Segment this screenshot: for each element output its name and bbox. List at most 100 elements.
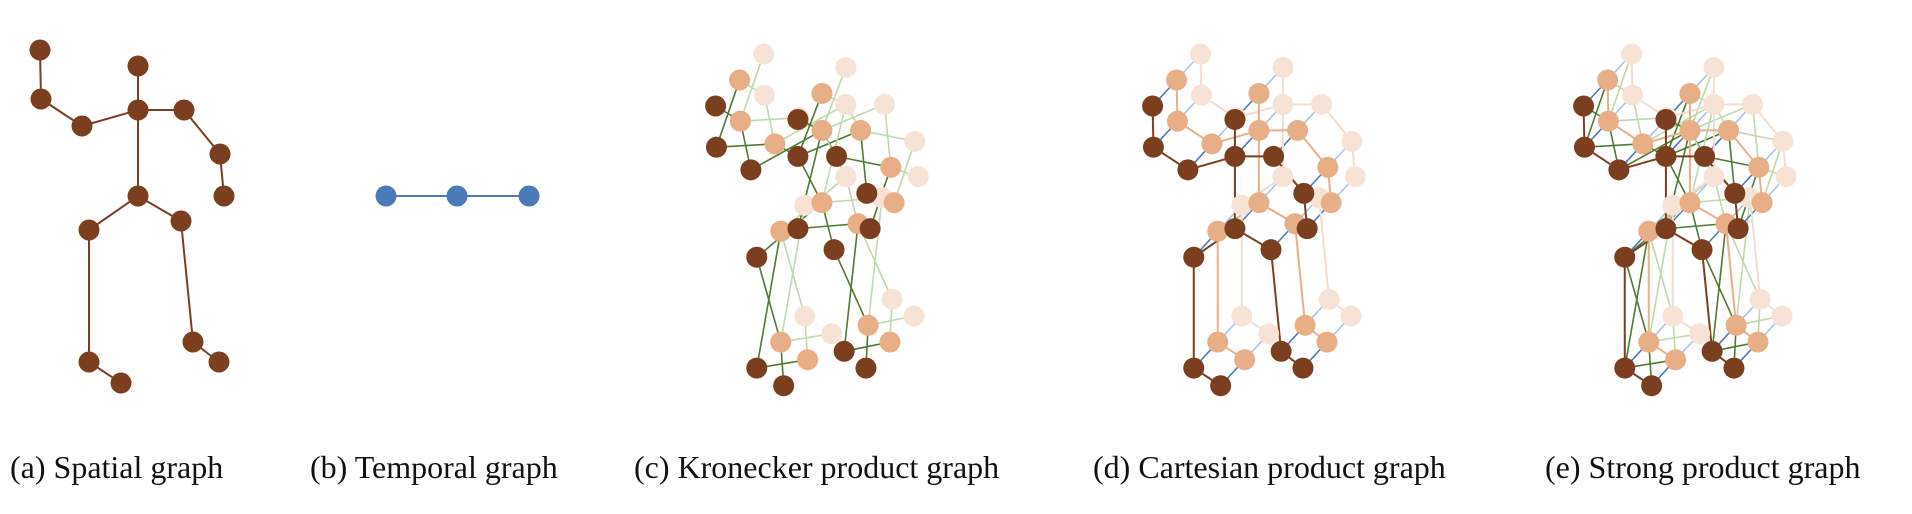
frame-3-right-foot-joint	[903, 305, 925, 327]
frame-1-left-elbow-joint	[705, 136, 727, 158]
frame-3-right-foot-joint	[1340, 305, 1362, 327]
frame-1-head-joint	[787, 108, 809, 130]
frame-1-right-foot-joint	[1292, 357, 1314, 379]
frame-1-left-hip-joint	[1614, 246, 1636, 268]
frame-2-hip-center-joint	[1248, 192, 1270, 214]
frame-1-left-foot-joint	[1641, 375, 1663, 397]
frame-2-left-hip-joint	[1207, 220, 1229, 242]
frame-1-left-elbow-joint	[1142, 136, 1164, 158]
kronecker-edge-frame-2-1	[1618, 129, 1691, 171]
frame-1-left-elbow-joint	[1573, 136, 1595, 158]
frame-1-right-hip-joint	[823, 239, 845, 261]
frame-1-right-foot-joint	[1723, 357, 1745, 379]
frame-2-left-knee-joint	[1638, 331, 1660, 353]
frame-3-head-joint	[835, 56, 857, 78]
spatial-right-foot-joint	[208, 351, 230, 373]
frame-1-left-knee-joint	[1183, 357, 1205, 379]
kronecker-edge-frame-2-1	[755, 256, 782, 343]
frame-2-right-elbow-joint	[1748, 156, 1770, 178]
kronecker-edge-frame-2-1	[833, 248, 869, 327]
frame-1-right-knee-joint	[1270, 340, 1292, 362]
spatial-edge-frame-1	[1270, 248, 1283, 353]
frame-1-left-hip-joint	[1183, 246, 1205, 268]
kronecker-edge-frame-3-2	[779, 230, 806, 317]
frame-2-left-hand-joint	[1597, 69, 1619, 91]
spatial-edge-frame-2	[1294, 222, 1307, 327]
frame-1-right-hand-joint	[1296, 218, 1318, 240]
kronecker-edge-frame-2-1	[1623, 256, 1650, 343]
caption-kronecker-product-graph: (c) Kronecker product graph	[634, 449, 1000, 485]
frame-1-right-shoulder-joint	[1694, 145, 1716, 167]
frame-2-left-hand-joint	[1166, 69, 1188, 91]
spatial-left-knee-joint	[78, 351, 100, 373]
spatial-right-shoulder-joint	[173, 99, 195, 121]
frame-2-left-elbow-joint	[1597, 110, 1619, 132]
frame-1-neck-joint	[1224, 145, 1246, 167]
frame-2-right-shoulder-joint	[850, 119, 872, 141]
frame-1-left-shoulder-joint	[1177, 159, 1199, 181]
frame-3-left-hip-joint	[1231, 194, 1253, 216]
frame-2-left-foot-joint	[1665, 349, 1687, 371]
frame-2-left-foot-joint	[797, 349, 819, 371]
spatial-left-foot-joint	[110, 372, 132, 394]
frame-2-left-shoulder-joint	[1201, 133, 1223, 155]
kronecker-edge-frame-2-1	[1701, 248, 1737, 327]
kronecker-edge-frame-2-1	[1665, 92, 1691, 158]
frame-3-left-knee-joint	[1662, 305, 1684, 327]
frame-3-head-joint	[1703, 56, 1725, 78]
frame-2-left-shoulder-joint	[764, 133, 786, 155]
frame-2-right-hand-joint	[1751, 192, 1773, 214]
frame-2-neck-joint	[1248, 119, 1270, 141]
spatial-edge-frame-1	[1701, 248, 1714, 353]
frame-2-left-hand-joint	[729, 69, 751, 91]
spatial-right-knee-joint	[182, 331, 204, 353]
frame-3-left-elbow-joint	[753, 84, 775, 106]
frame-1-right-knee-joint	[833, 340, 855, 362]
frame-1-right-hip-joint	[1691, 239, 1713, 261]
kronecker-edge-frame-3-2	[1689, 103, 1754, 132]
spatial-head-joint	[127, 55, 149, 77]
frame-3-left-hand-joint	[1190, 43, 1212, 65]
spatial-right-elbow-joint	[209, 143, 231, 165]
frame-2-left-hip-joint	[1638, 220, 1660, 242]
frame-2-right-elbow-joint	[880, 156, 902, 178]
frame-2-left-shoulder-joint	[1632, 133, 1654, 155]
caption-spatial-graph: (a) Spatial graph	[10, 449, 224, 485]
frame-2-left-foot-joint	[1234, 349, 1256, 371]
frame-1-head-joint	[1655, 108, 1677, 130]
frame-2-left-knee-joint	[770, 331, 792, 353]
frame-3-right-hand-joint	[1344, 166, 1366, 188]
frame-2-head-joint	[1248, 82, 1270, 104]
frame-1-left-foot-joint	[773, 375, 795, 397]
frame-1-left-knee-joint	[746, 357, 768, 379]
spatial-left-shoulder-joint	[71, 115, 93, 137]
kronecker-edge-frame-3-2	[1689, 66, 1715, 132]
frame-2-left-knee-joint	[1207, 331, 1229, 353]
frame-2-right-knee-joint	[857, 314, 879, 336]
frame-3-right-shoulder-joint	[1742, 93, 1764, 115]
temporal-frame-node-3	[518, 185, 540, 207]
frame-2-right-shoulder-joint	[1287, 119, 1309, 141]
frame-1-left-knee-joint	[1614, 357, 1636, 379]
frame-2-head-joint	[811, 82, 833, 104]
frame-2-right-hand-joint	[1320, 192, 1342, 214]
frame-3-left-foot-joint	[1258, 323, 1280, 345]
frame-1-right-knee-joint	[1701, 340, 1723, 362]
frame-1-left-shoulder-joint	[740, 159, 762, 181]
frame-1-neck-joint	[787, 145, 809, 167]
frame-3-left-knee-joint	[794, 305, 816, 327]
frame-2-right-foot-joint	[1316, 331, 1338, 353]
spatial-edge-frame-3	[1318, 196, 1331, 301]
frame-1-hip-center-joint	[787, 218, 809, 240]
frame-3-right-foot-joint	[1771, 305, 1793, 327]
kronecker-edge-frame-2-1	[797, 92, 823, 158]
frame-1-hip-center-joint	[1655, 218, 1677, 240]
frame-3-neck-joint	[1703, 93, 1725, 115]
spatial-left-hand-joint	[29, 39, 51, 61]
frame-1-right-hip-joint	[1260, 239, 1282, 261]
frame-3-left-foot-joint	[821, 323, 843, 345]
frame-2-right-elbow-joint	[1317, 156, 1339, 178]
frame-2-left-hip-joint	[770, 220, 792, 242]
frame-2-right-shoulder-joint	[1718, 119, 1740, 141]
